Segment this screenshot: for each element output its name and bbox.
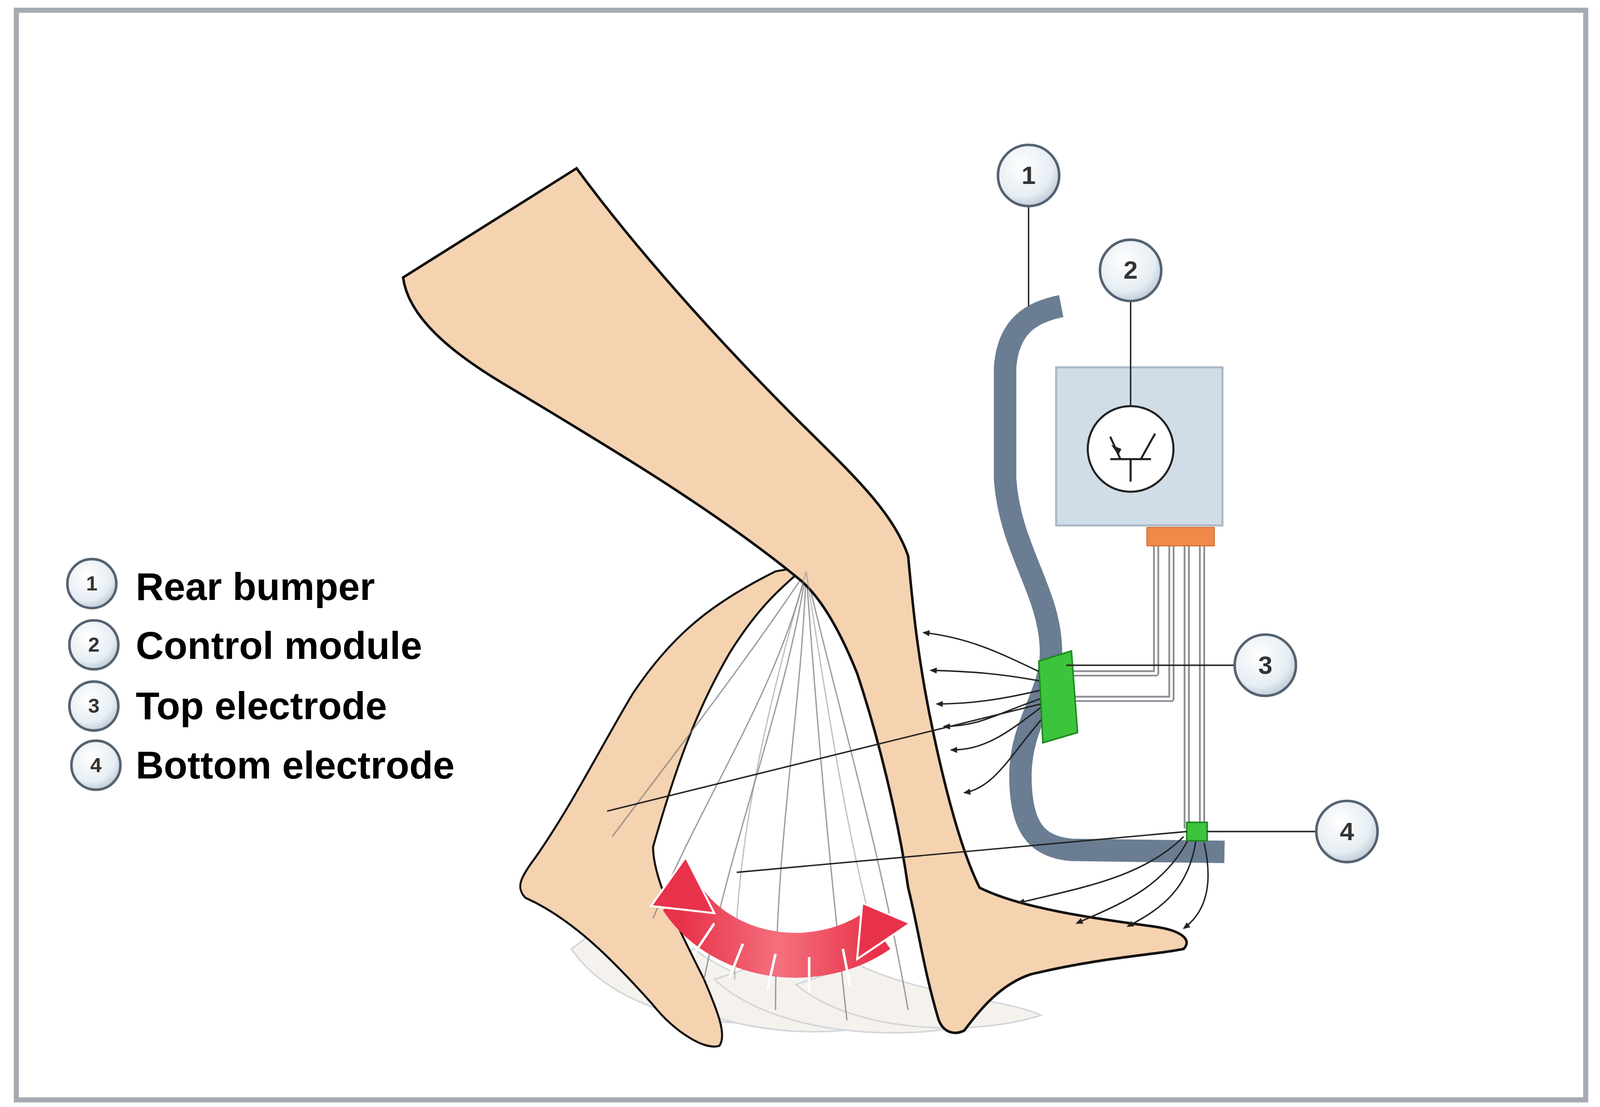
callout-number: 3: [88, 695, 100, 717]
red-motion-arrow: [650, 857, 911, 993]
bumper: [1005, 305, 1225, 853]
electrodes: [1038, 651, 1208, 842]
front-leg: [402, 168, 1187, 1034]
callout-number: 1: [1021, 162, 1036, 189]
leader-lines: [607, 207, 1316, 873]
callout-number: 2: [1123, 257, 1138, 283]
callout-number: 4: [90, 755, 102, 776]
callout-circles: [67, 145, 1378, 863]
callout-number: 2: [88, 634, 100, 655]
callout-number: 3: [1258, 652, 1273, 679]
part-name: Rear bumper: [135, 567, 375, 607]
frame: [16, 10, 1586, 1101]
callout-number: 4: [1339, 819, 1354, 845]
wires: [1061, 546, 1203, 830]
field-arrows: [923, 632, 1208, 929]
part-name: Top electrode: [135, 686, 387, 726]
part-name: Bottom electrode: [135, 746, 455, 786]
callout-number: 1: [86, 573, 98, 594]
control-module: [1056, 367, 1223, 547]
part-name: Control module: [135, 626, 422, 666]
